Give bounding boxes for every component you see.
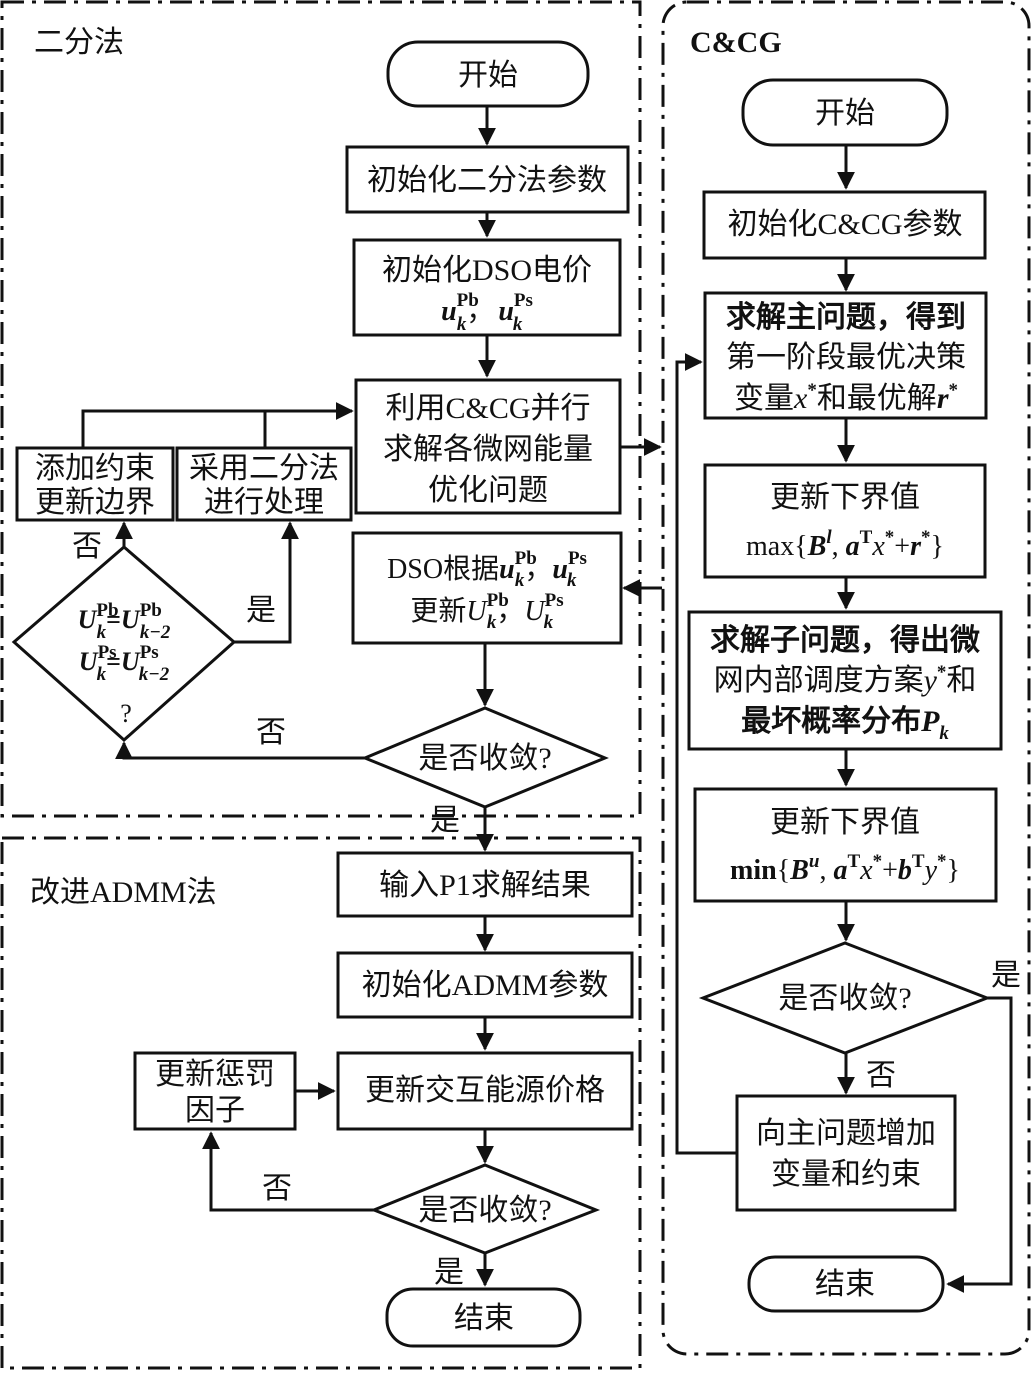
- bisection-converge-yes-label: 是: [430, 804, 460, 837]
- loop-back-arrow: [675, 353, 737, 1155]
- init-dso-price-label: 初始化DSO电价: [382, 254, 592, 287]
- master-problem-line2: 第一阶段最优决策: [726, 341, 966, 374]
- add-constraint-line2: 更新边界: [35, 486, 155, 519]
- lower-bound-formula: max{Bl, aTx*+r*}: [746, 527, 944, 562]
- arrow-yes: [234, 521, 299, 644]
- bisection-init-params-node: 初始化二分法参数: [345, 145, 630, 214]
- parallel-solve-node: 利用C&CG并行 求解各微网能量 优化问题: [354, 378, 622, 515]
- add-constraint-line1: 添加约束: [35, 452, 155, 485]
- lower-bound-line1: 更新下界值: [770, 481, 920, 514]
- oscillation-question-mark: ?: [120, 699, 132, 728]
- admm-end-node: 结束: [385, 1287, 582, 1348]
- bisection-converge-no-label: 否: [256, 716, 286, 749]
- arrow-no: [115, 741, 365, 760]
- ccg-section-title: C&CG: [690, 26, 782, 59]
- upper-bound-line1: 更新下界值: [770, 806, 920, 839]
- parallel-solve-line3: 优化问题: [428, 474, 548, 507]
- master-problem-node: 求解主问题，得到 第一阶段最优决策 变量x*和最优解r*: [703, 291, 988, 420]
- ccg-start-label: 开始: [815, 97, 875, 130]
- input-p1-node: 输入P1求解结果: [336, 851, 634, 918]
- admm-converge-no-label: 否: [262, 1172, 292, 1205]
- bisection-start-label: 开始: [458, 59, 518, 92]
- bisection-init-params-label: 初始化二分法参数: [367, 164, 607, 197]
- admm-section-title: 改进ADMM法: [30, 876, 217, 909]
- oscillation-no-label: 否: [72, 530, 102, 563]
- bisection-converge-node: 是否收敛?: [361, 706, 609, 809]
- ccg-end-node: 结束: [747, 1255, 945, 1313]
- sub-problem-line1: 求解子问题，得出微: [710, 624, 980, 657]
- ccg-end-label: 结束: [815, 1268, 875, 1301]
- bisection-section-title: 二分法: [34, 26, 124, 59]
- use-bisection-line1: 采用二分法: [189, 452, 339, 485]
- lower-bound-node: 更新下界值 max{Bl, aTx*+r*}: [703, 463, 987, 579]
- sub-problem-line3: 最坏概率分布Pk: [741, 705, 949, 744]
- admm-init-params-label: 初始化ADMM参数: [362, 969, 609, 1002]
- admm-converge-yes-label: 是: [434, 1256, 464, 1289]
- admm-init-params-node: 初始化ADMM参数: [336, 951, 634, 1019]
- master-problem-line1: 求解主问题，得到: [726, 301, 966, 334]
- use-bisection-node: 采用二分法 进行处理: [175, 446, 353, 522]
- bisection-section-frame: [0, 0, 642, 818]
- ccg-init-params-label: 初始化C&CG参数: [727, 208, 962, 241]
- update-price-label: 更新交互能源价格: [365, 1074, 605, 1107]
- update-penalty-node: 更新惩罚 因子: [133, 1051, 297, 1131]
- sub-problem-line2: 网内部调度方案y*和: [714, 662, 977, 697]
- upper-bound-formula: min{Bu, aTx*+bTy*}: [730, 851, 960, 886]
- arrow-no: [202, 1131, 374, 1212]
- update-price-node: 更新交互能源价格: [336, 1051, 634, 1131]
- parallel-solve-line1: 利用C&CG并行: [385, 392, 590, 425]
- ccg-converge-node: 是否收敛?: [698, 941, 992, 1055]
- sub-problem-node: 求解子问题，得出微 网内部调度方案y*和 最坏概率分布Pk: [687, 610, 1003, 751]
- arrow-yes: [946, 996, 1013, 1293]
- bisection-start-node: 开始: [386, 40, 590, 108]
- admm-section-frame: [0, 836, 642, 1370]
- add-vars-line2: 变量和约束: [771, 1158, 921, 1191]
- ccg-converge-yes-label: 是: [991, 959, 1021, 992]
- bisection-converge-label: 是否收敛?: [418, 742, 551, 775]
- input-p1-label: 输入P1求解结果: [379, 869, 591, 902]
- add-vars-node: 向主问题增加 变量和约束: [735, 1094, 957, 1212]
- ccg-start-node: 开始: [741, 78, 949, 147]
- update-penalty-line2: 因子: [185, 1094, 245, 1127]
- upper-bound-node: 更新下界值 min{Bu, aTx*+bTy*}: [693, 787, 998, 903]
- admm-converge-label: 是否收敛?: [418, 1194, 551, 1227]
- add-constraint-node: 添加约束 更新边界: [15, 446, 175, 522]
- add-vars-line1: 向主问题增加: [756, 1117, 936, 1150]
- feedback-arrow: [81, 402, 354, 448]
- oscillation-yes-label: 是: [246, 594, 276, 627]
- ccg-section-frame: [661, 0, 1031, 1356]
- admm-converge-node: 是否收敛?: [369, 1163, 601, 1255]
- admm-end-label: 结束: [454, 1302, 514, 1335]
- parallel-solve-line2: 求解各微网能量: [383, 433, 593, 466]
- update-penalty-line1: 更新惩罚: [155, 1058, 275, 1091]
- ccg-converge-label: 是否收敛?: [778, 982, 911, 1015]
- ccg-converge-no-label: 否: [866, 1059, 896, 1092]
- ccg-init-params-node: 初始化C&CG参数: [702, 190, 987, 260]
- use-bisection-line2: 进行处理: [204, 486, 324, 519]
- master-problem-line3: 变量x*和最优解r*: [734, 380, 958, 415]
